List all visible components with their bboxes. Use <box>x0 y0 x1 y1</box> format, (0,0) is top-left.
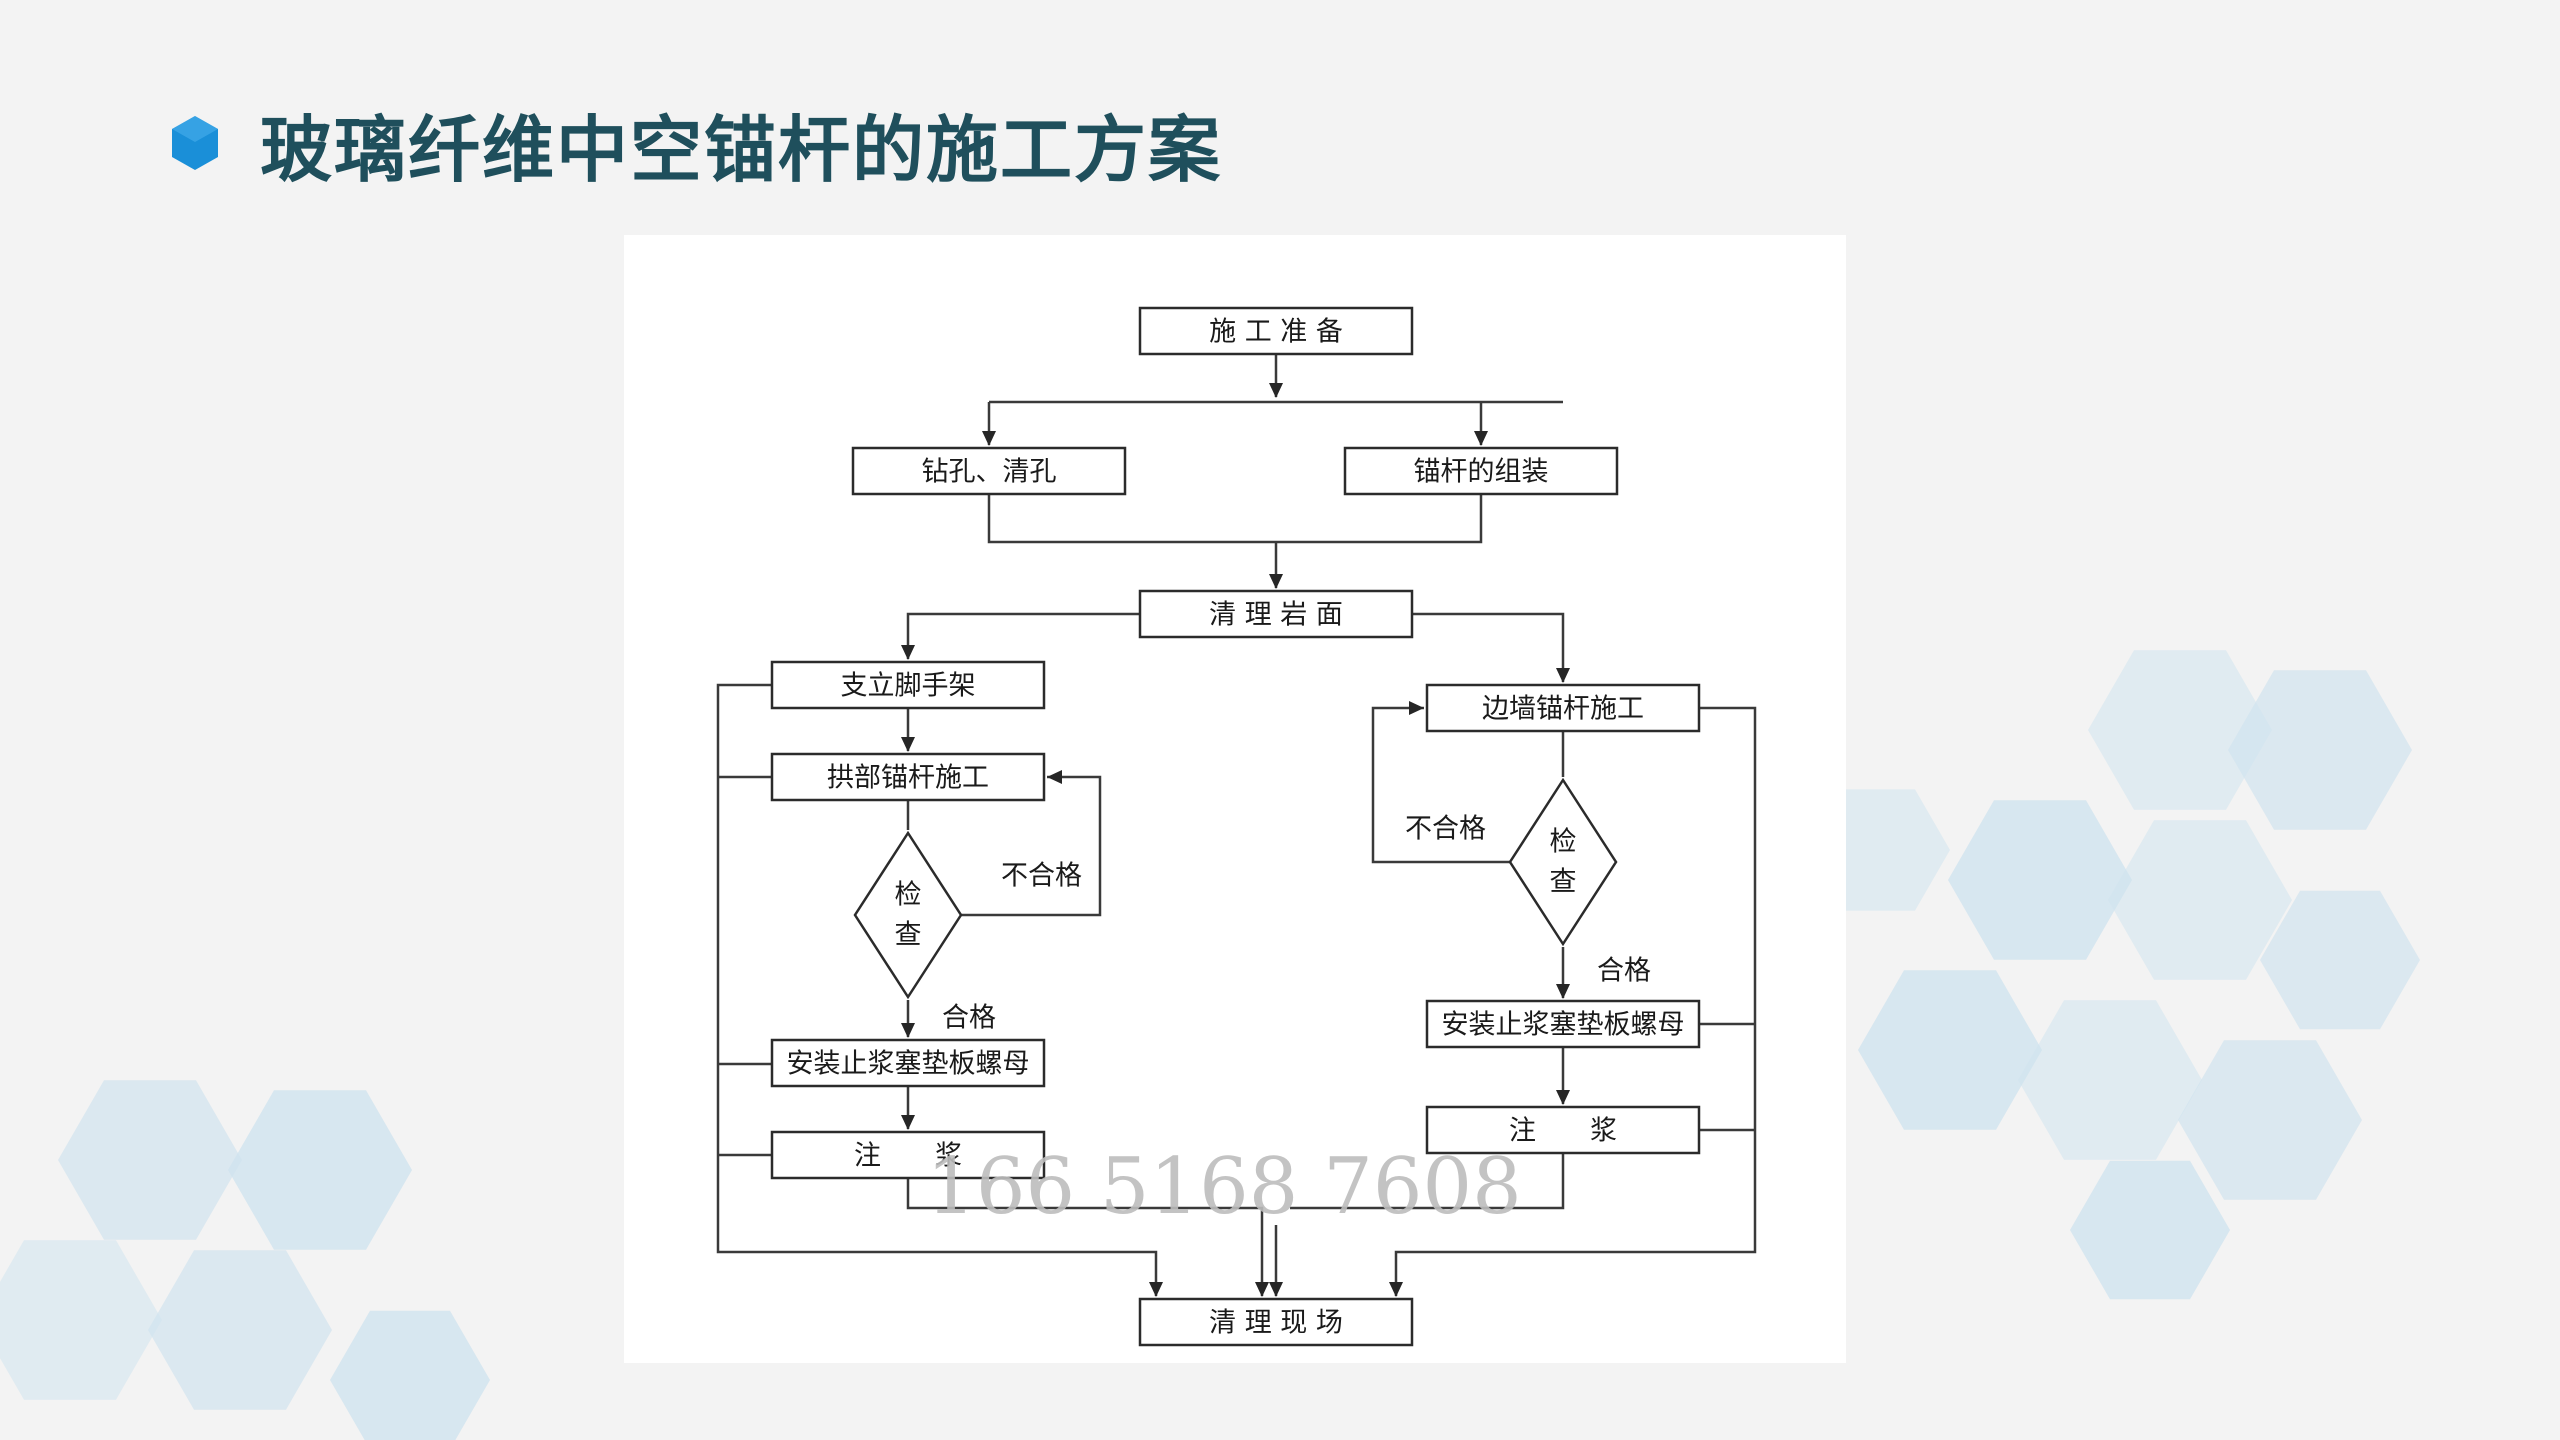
arrowhead <box>1474 431 1488 446</box>
arrowhead <box>901 737 915 752</box>
arrowhead <box>1269 574 1283 589</box>
arrowhead <box>982 431 996 446</box>
arrowhead <box>1556 984 1570 999</box>
decision-diamond <box>1508 777 1618 947</box>
flow-connector <box>1371 706 1510 864</box>
bg-hexagon <box>2070 1160 2230 1300</box>
bg-hexagon <box>0 1240 162 1400</box>
arrowhead <box>1269 383 1283 398</box>
blue-hexagon-icon <box>172 116 218 170</box>
arrowhead <box>1269 1282 1283 1297</box>
wall-pass-label: 合格 <box>1597 956 1651 987</box>
node-label: 查 <box>1550 867 1577 898</box>
erect-scaffold-step: 支立脚手架 <box>770 660 1046 710</box>
arrowhead <box>901 1023 915 1038</box>
clean-site-step: 清 理 现 场 <box>1138 1297 1414 1347</box>
node-label: 拱部锚杆施工 <box>827 763 989 794</box>
node-label: 注 浆 <box>1509 1116 1617 1147</box>
node-box <box>1425 683 1701 733</box>
arch-fail-label: 不合格 <box>1001 861 1082 892</box>
node-label: 施 工 准 备 <box>1209 317 1343 348</box>
wall-install-grout-plug-step: 安装止浆塞垫板螺母 <box>1425 999 1701 1049</box>
node-label: 支立脚手架 <box>841 671 976 702</box>
node-box <box>1138 1297 1414 1347</box>
node-label: 清 理 现 场 <box>1209 1308 1343 1339</box>
bg-hexagon <box>2178 1040 2362 1200</box>
arrowhead <box>1409 701 1424 715</box>
node-box <box>770 752 1046 802</box>
node-label: 清 理 岩 面 <box>1209 600 1343 631</box>
flow-connector <box>961 775 1102 917</box>
phone-watermark: 166 5168 7608 <box>926 1142 1521 1232</box>
clean-rock-surface-step: 清 理 岩 面 <box>1138 589 1414 639</box>
bolt-assembly-step: 锚杆的组装 <box>1343 446 1619 496</box>
flow-connector <box>906 1178 1264 1296</box>
node-box <box>1425 999 1701 1049</box>
bg-hexagon <box>148 1250 332 1410</box>
arrowhead <box>1389 1282 1403 1297</box>
node-box <box>1138 589 1414 639</box>
flow-connector <box>1412 612 1565 682</box>
node-box <box>770 1038 1046 1088</box>
flow-connector <box>987 494 1483 544</box>
node-box <box>770 660 1046 710</box>
flow-connector <box>1290 1153 1565 1210</box>
arch-inspection-decision: 检查 <box>853 830 963 1000</box>
arrowhead <box>1047 770 1062 784</box>
bg-hexagon <box>2018 1000 2202 1160</box>
flowchart-panel: 施 工 准 备钻孔、清孔 锚杆的组装清 理 岩 面支立脚手架拱部锚杆施工安装止浆塞… <box>624 235 1846 1363</box>
wall-fail-label: 不合格 <box>1405 814 1486 845</box>
arch-bolt-construction-step: 拱部锚杆施工 <box>770 752 1046 802</box>
arrowhead <box>1149 1282 1163 1297</box>
bg-hexagon <box>228 1090 412 1250</box>
bg-hexagon <box>2260 890 2420 1030</box>
node-box <box>770 1130 1046 1180</box>
arch-pass-label: 合格 <box>942 1003 996 1034</box>
node-label: 注 浆 <box>854 1141 962 1172</box>
node-label: 安装止浆塞垫板螺母 <box>787 1049 1030 1080</box>
drill-clean-hole-step: 钻孔、清孔 <box>851 446 1127 496</box>
node-label: 锚杆的组装 <box>1414 457 1549 488</box>
flow-connector <box>906 612 1140 659</box>
node-label: 查 <box>895 920 922 951</box>
flow-connector <box>1394 706 1757 1296</box>
arch-install-grout-plug-step: 安装止浆塞垫板螺母 <box>770 1038 1046 1088</box>
bg-hexagon <box>1948 800 2132 960</box>
node-label: 检 <box>895 880 922 911</box>
side-wall-bolt-construction-step: 边墙锚杆施工 <box>1425 683 1701 733</box>
arch-grouting-step: 注 浆 <box>770 1130 1046 1180</box>
arrowhead <box>901 1115 915 1130</box>
arrowhead <box>1255 1282 1269 1297</box>
node-label: 检 <box>1550 827 1577 858</box>
node-label: 安装止浆塞垫板螺母 <box>1442 1010 1685 1041</box>
decision-diamond <box>853 830 963 1000</box>
title-bar: 玻璃纤维中空锚杆的施工方案 <box>170 88 1222 198</box>
node-box <box>1343 446 1619 496</box>
slide-title: 玻璃纤维中空锚杆的施工方案 <box>260 107 1223 192</box>
node-label: 钻孔、清孔 <box>922 457 1057 488</box>
bg-hexagon <box>2228 670 2412 830</box>
node-label: 边墙锚杆施工 <box>1482 694 1644 725</box>
arrowhead <box>1556 668 1570 683</box>
wall-inspection-decision: 检查 <box>1508 777 1618 947</box>
arrowhead <box>1556 1090 1570 1105</box>
node-box <box>1425 1105 1701 1155</box>
node-box <box>851 446 1127 496</box>
bg-hexagon <box>2088 650 2272 810</box>
node-box <box>1138 306 1414 356</box>
bg-hexagon <box>330 1310 490 1440</box>
prepare-step: 施 工 准 备 <box>1138 306 1414 356</box>
bg-hexagon <box>2108 820 2292 980</box>
bg-hexagon <box>58 1080 242 1240</box>
wall-grouting-step: 注 浆 <box>1425 1105 1701 1155</box>
flow-connector <box>716 683 1158 1296</box>
bg-hexagon <box>1858 970 2042 1130</box>
arrowhead <box>901 645 915 660</box>
